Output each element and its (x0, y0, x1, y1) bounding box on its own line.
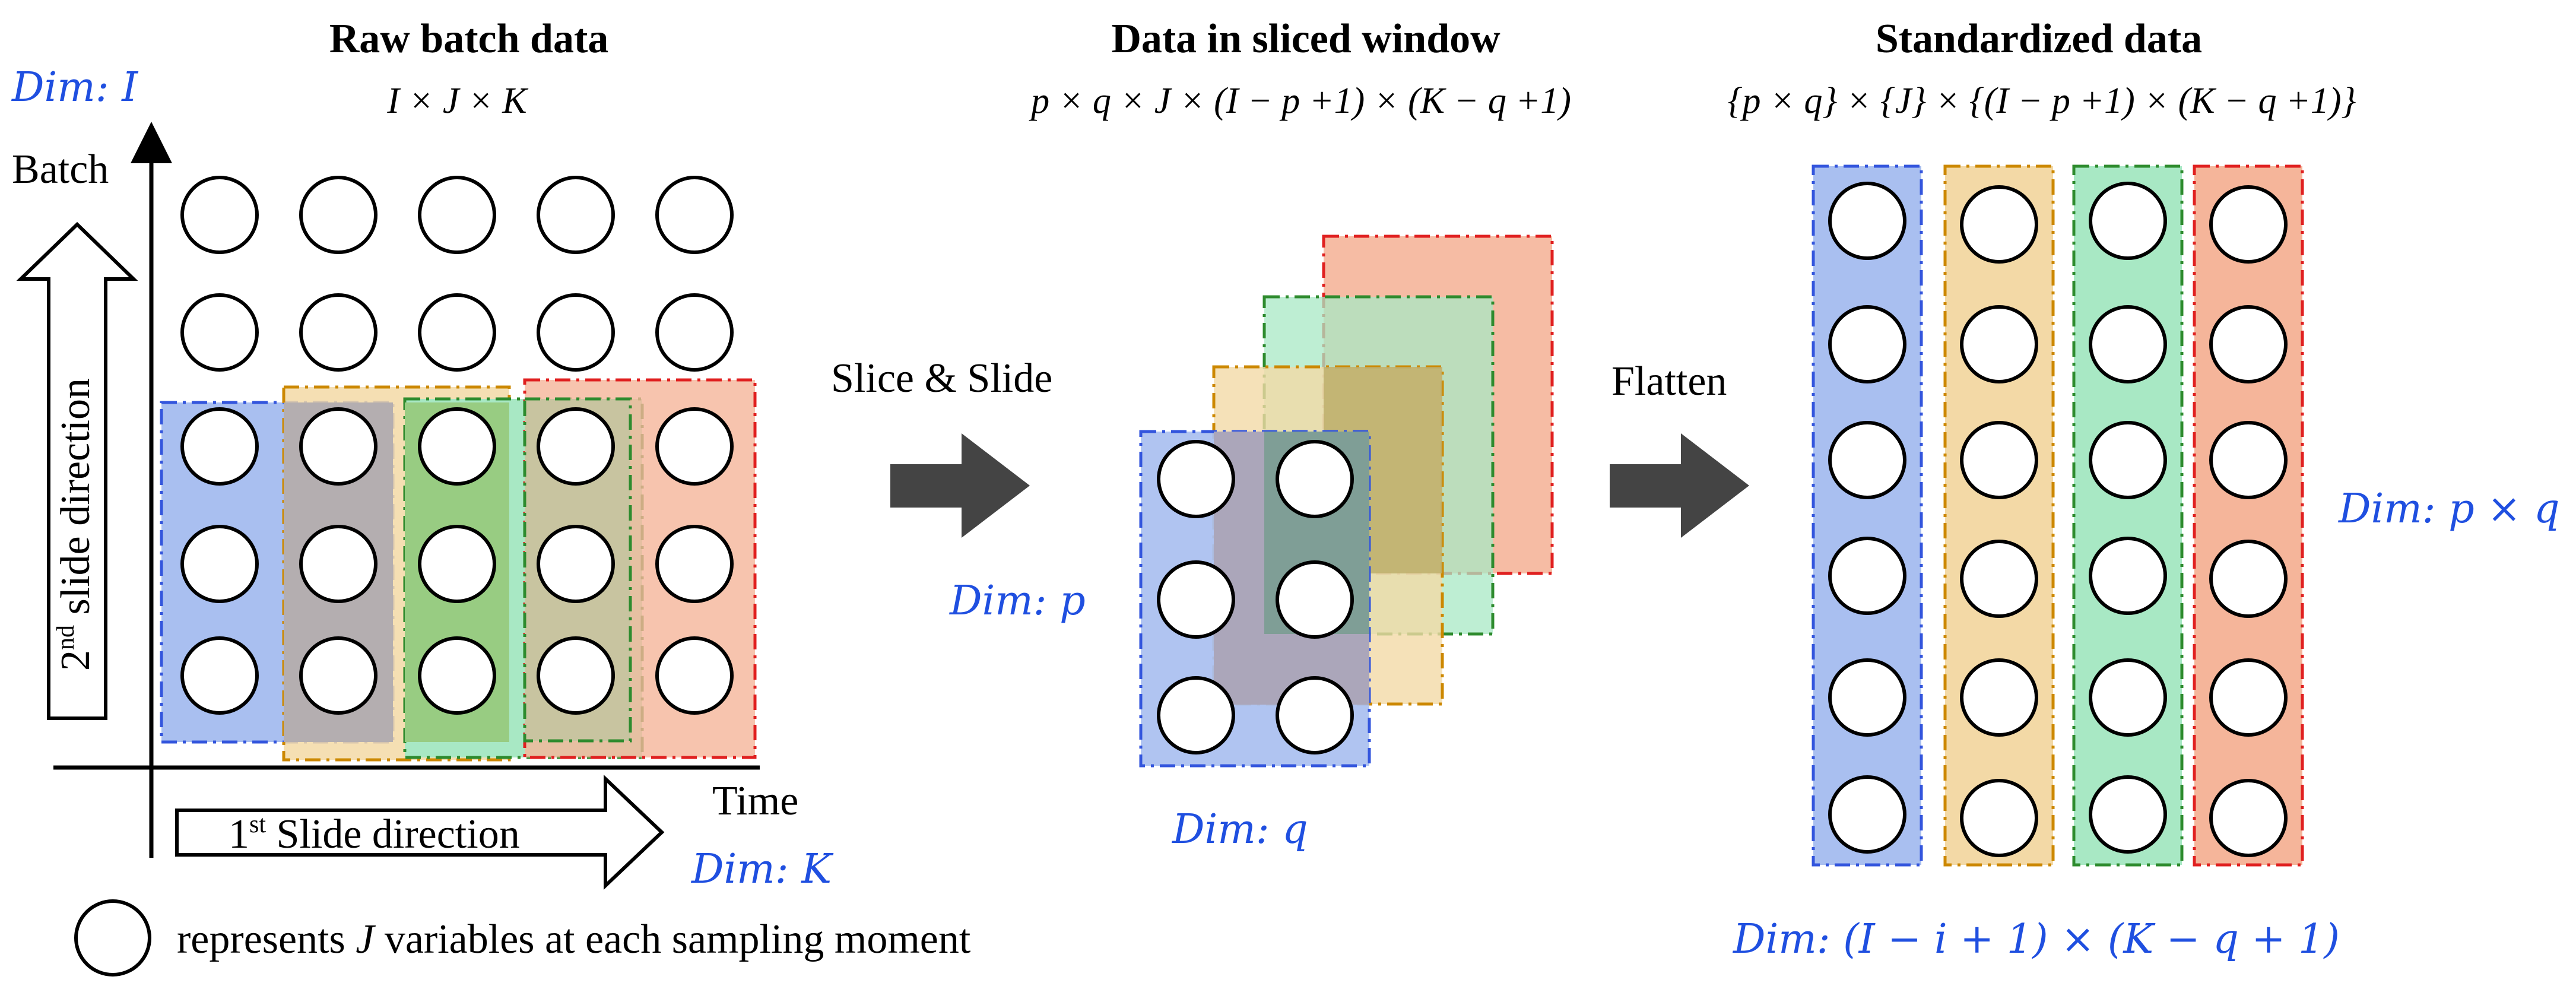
flat-circle (1828, 182, 1906, 260)
window-title: Data in sliced window (1111, 16, 1500, 62)
sample-circle (180, 525, 259, 603)
window-circle (1157, 676, 1235, 754)
sample-circle (537, 176, 615, 254)
sample-circle (537, 636, 615, 715)
window-circle (1157, 440, 1235, 518)
flat-circle (2089, 658, 2167, 737)
flat-circle (1828, 658, 1906, 737)
sample-circle (180, 176, 259, 254)
flatten-arrow-icon (1610, 433, 1749, 538)
sample-circle (299, 525, 377, 603)
first-slide-arrow (175, 775, 665, 890)
flat-circle (2089, 305, 2167, 383)
sample-circle (299, 407, 377, 486)
second-slide-label: 2nd slide direction (52, 378, 99, 671)
flat-circle (2209, 658, 2288, 737)
flat-circle (2089, 182, 2167, 260)
flat-circle (2209, 421, 2288, 499)
sliced-window-section: Data in sliced window p × q × J × (I − p… (831, 16, 1571, 853)
column-red (2193, 164, 2304, 867)
flat-circle (1828, 421, 1906, 499)
slice-arrow-icon (890, 433, 1030, 538)
raw-circles (180, 176, 734, 715)
flat-circle (1828, 775, 1906, 854)
sample-circle (299, 293, 377, 372)
sample-circle (299, 636, 377, 715)
window-dim-p: Dim: p (948, 578, 1086, 624)
sample-circle (537, 525, 615, 603)
flat-circle (1960, 421, 2038, 499)
sample-circle (655, 176, 734, 254)
sample-circle (418, 636, 496, 715)
window-circle (1276, 440, 1354, 518)
sample-circle (537, 407, 615, 486)
sample-circle (537, 293, 615, 372)
standard-title: Standardized data (1876, 16, 2202, 62)
sample-circle (180, 636, 259, 715)
sample-circle (180, 407, 259, 486)
standard-dim-bottom: Dim: (I − i + 1) × (K − q + 1) (1732, 916, 2340, 963)
column-blue (1812, 164, 1923, 867)
legend-circle (74, 899, 151, 977)
window-circle (1276, 560, 1354, 639)
batch-axis-label: Batch (12, 147, 109, 192)
raw-dim-k: Dim: K (690, 846, 834, 893)
sample-circle (418, 176, 496, 254)
first-slide-label: 1st Slide direction (229, 811, 520, 857)
sample-circle (418, 293, 496, 372)
sample-circle (655, 293, 734, 372)
raw-formula: I × J × K (386, 81, 529, 121)
window-formula: p × q × J × (I − p +1) × (K − q +1) (1029, 81, 1571, 121)
flat-circle (1828, 305, 1906, 383)
slice-slide-label: Slice & Slide (831, 356, 1052, 401)
flat-circle (2209, 185, 2288, 264)
time-axis-label: Time (712, 778, 798, 824)
flatten-label: Flatten (1611, 359, 1727, 404)
sample-circle (655, 407, 734, 486)
flat-circle (1960, 540, 2038, 618)
window-circle (1157, 560, 1235, 639)
column-orange (1943, 164, 2055, 867)
window-dim-q: Dim: q (1171, 806, 1308, 853)
raw-batch-section: Raw batch data I × J × K Dim: I Batch Ti… (11, 16, 971, 977)
flat-circle (1960, 779, 2038, 857)
flat-circle (2089, 537, 2167, 615)
sample-circle (299, 176, 377, 254)
standard-dim-pq: Dim: p × q (2337, 486, 2560, 532)
standardized-section: Standardized data {p × q} × {J} × {(I − … (1610, 16, 2560, 963)
sample-circle (655, 636, 734, 715)
sample-circle (418, 525, 496, 603)
column-green (2072, 164, 2184, 867)
sample-circle (418, 407, 496, 486)
legend-text: represents J variables at each sampling … (177, 917, 971, 962)
flat-circle (2209, 779, 2288, 857)
flat-circle (1960, 658, 2038, 737)
flat-circle (1960, 305, 2038, 383)
window-circle (1276, 676, 1354, 754)
flat-circle (1960, 185, 2038, 264)
second-slide-arrow (16, 221, 138, 720)
sample-circle (180, 293, 259, 372)
sample-circle (655, 525, 734, 603)
standard-circles (1828, 182, 2288, 857)
flat-circle (2089, 775, 2167, 854)
flat-circle (2209, 305, 2288, 383)
flat-circle (2089, 421, 2167, 499)
raw-dim-i: Dim: I (11, 64, 138, 111)
raw-title: Raw batch data (329, 16, 609, 62)
flat-circle (2209, 540, 2288, 618)
standard-formula: {p × q} × {J} × {(I − p +1) × (K − q +1)… (1728, 81, 2356, 121)
flat-circle (1828, 537, 1906, 615)
